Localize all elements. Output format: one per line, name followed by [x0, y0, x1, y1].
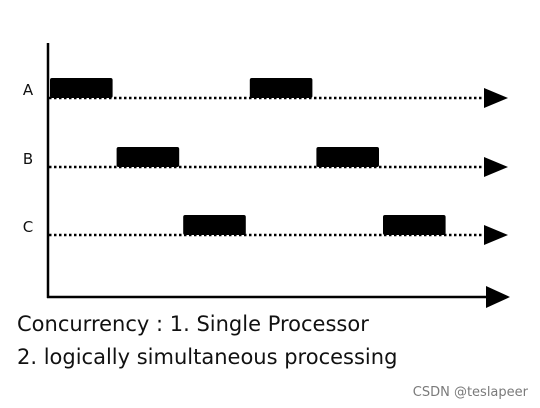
timeline-arrowhead-a [484, 88, 508, 108]
lane-label-c: C [23, 218, 33, 236]
process-block-b-1 [116, 147, 180, 167]
process-block-a-2 [249, 78, 313, 98]
lane-label-a: A [23, 81, 34, 99]
process-block-b-2 [316, 147, 379, 167]
timeline-arrowhead-b [484, 157, 508, 177]
watermark: CSDN @teslapeer [412, 385, 528, 400]
caption-line-2: 2. logically simultaneous processing [17, 345, 398, 369]
process-block-a-1 [50, 78, 113, 98]
process-block-c-1 [183, 215, 246, 235]
caption-line-1: Concurrency : 1. Single Processor [17, 312, 369, 336]
lane-label-b: B [23, 150, 33, 168]
timeline-arrowhead-c [484, 225, 508, 245]
process-block-c-2 [383, 215, 446, 235]
x-axis-arrowhead [486, 286, 510, 308]
